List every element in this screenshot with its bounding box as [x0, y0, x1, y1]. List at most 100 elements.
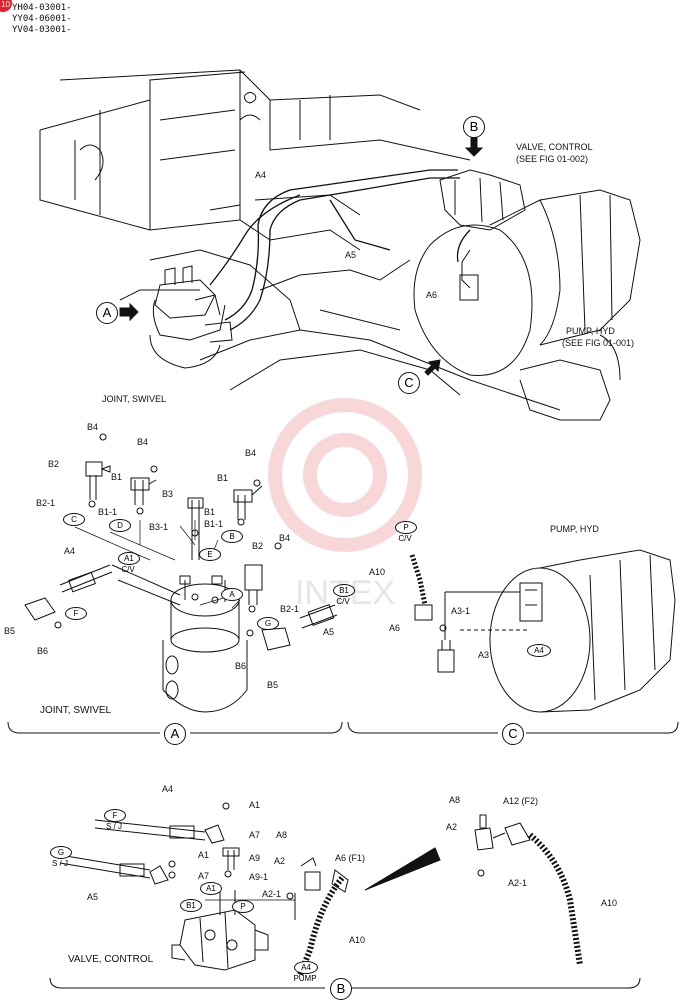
section-b-seals [168, 802, 294, 900]
c-part-a3-1: A3-1 [451, 606, 471, 616]
b-title: VALVE, CONTROL [68, 954, 154, 965]
b-part-a2-1: A2-1 [262, 889, 282, 899]
serial-3: YV04-03001- [12, 25, 72, 35]
a-part-b6-left: B6 [37, 646, 49, 656]
upper-structure-frame [39, 69, 641, 421]
b-part-a6-f1: A6 (F1) [335, 853, 366, 863]
ov-joint-swivel: JOINT, SWIVEL [102, 394, 167, 404]
a-part-b4-right: B4 [245, 448, 257, 458]
a-part-b2-1-right: B2-1 [280, 604, 300, 614]
c-section-label: C [502, 723, 524, 745]
b-section-label: B [330, 978, 352, 1000]
a-title: JOINT, SWIVEL [40, 705, 112, 716]
a-part-b4-mid: B4 [137, 437, 149, 447]
serial-2: YY04-06001- [12, 14, 72, 24]
a-part-b1-right: B1 [217, 473, 229, 483]
c-part-a3: A3 [478, 650, 490, 660]
a-port-b1: B1 [333, 584, 355, 597]
b-part-a5: A5 [87, 892, 99, 902]
b-part-a7-top: A7 [249, 830, 261, 840]
a-part-b1-1: B1-1 [98, 507, 118, 517]
a-port-g: G [257, 617, 279, 630]
b-port-f-sub: S / J [105, 822, 122, 831]
b-part-a9-1: A9-1 [249, 872, 269, 882]
ov-pump-hyd-ref: (SEE FIG 01-001) [562, 338, 635, 348]
bracket-c [347, 721, 679, 734]
c-port-p-sub: C/V [398, 534, 412, 543]
a-part-a5: A5 [323, 627, 335, 637]
section-b-hoses [59, 819, 349, 977]
a-part-b4-left: B4 [87, 422, 99, 432]
b-detail-a8: A8 [449, 795, 461, 805]
overview-hoses [209, 169, 471, 331]
a-part-b4-low: B4 [279, 533, 291, 543]
a-part-b3-1: B3-1 [149, 522, 169, 532]
b-port-a1: A1 [200, 882, 222, 895]
callout-a: A [96, 302, 118, 324]
c-port-p: P [395, 521, 417, 534]
b-part-a1-mid: A1 [198, 850, 210, 860]
b-port-g-sub: S / J [51, 859, 68, 868]
control-valve-body [171, 909, 269, 971]
b-port-p: P [232, 900, 254, 913]
a-part-a4: A4 [64, 546, 76, 556]
a-part-b2-top: B2 [48, 459, 60, 469]
a-part-b1-mid: B1 [204, 507, 216, 517]
callout-c: C [398, 372, 420, 394]
bracket-b [49, 977, 641, 989]
b-detail-a2: A2 [446, 822, 458, 832]
c-title: PUMP, HYD [550, 524, 599, 534]
ov-part-a5: A5 [345, 250, 357, 260]
c-port-a4: A4 [527, 644, 551, 657]
b-detail-a2-1: A2-1 [508, 878, 528, 888]
b-port-g: G [50, 846, 72, 859]
a-part-b5-left: B5 [4, 626, 16, 636]
direction-arrow [364, 847, 441, 891]
a-port-e: E [199, 548, 221, 561]
a-port-b1-sub: C/V [336, 597, 350, 606]
callout-arrow-a [119, 302, 139, 322]
ov-part-a4: A4 [255, 170, 267, 180]
b-port-b1: B1 [180, 899, 202, 912]
b-port-a4-sub: PUMP [293, 974, 317, 983]
a-part-b1-left: B1 [111, 472, 123, 482]
a-part-b2-right: B2 [252, 541, 264, 551]
callout-b: B [463, 116, 485, 138]
a-part-b3: B3 [162, 489, 174, 499]
page-number-badge: 10 [0, 0, 12, 12]
b-part-a9: A9 [249, 853, 261, 863]
a-part-b2-1-left: B2-1 [36, 498, 56, 508]
a-port-d: D [109, 519, 131, 532]
watermark-gear [268, 398, 422, 552]
section-a-fittings [24, 461, 338, 651]
a-port-a1-sub: C/V [121, 565, 135, 574]
callout-arrow-c [424, 359, 441, 376]
a-port-a1: A1 [118, 552, 140, 565]
a-port-c: C [63, 513, 85, 526]
b-part-a7-mid: A7 [198, 871, 210, 881]
b-part-a4: A4 [162, 784, 174, 794]
callout-arrow-b [464, 137, 484, 157]
serial-1: YH04-03001- [12, 3, 72, 13]
b-part-a1-top: A1 [249, 800, 261, 810]
a-port-a: A [221, 588, 243, 601]
b-detail-a10: A10 [601, 898, 618, 908]
ov-valve-control-ref: (SEE FIG 01-002) [516, 154, 589, 164]
b-port-a4: A4 [294, 961, 318, 974]
b-port-f: F [104, 809, 126, 822]
c-part-a10: A10 [369, 567, 386, 577]
b-part-a10: A10 [349, 935, 366, 945]
section-a-seals [54, 433, 282, 637]
a-part-b1-1-mid: B1-1 [204, 519, 224, 529]
pump-body [409, 549, 676, 713]
ov-pump-hyd: PUMP, HYD [566, 326, 615, 336]
ov-valve-control: VALVE, CONTROL [516, 142, 593, 152]
section-a-leaders [74, 520, 241, 609]
section-b-detail [474, 814, 583, 966]
b-part-a2: A2 [274, 856, 286, 866]
a-part-b6-right: B6 [235, 661, 247, 671]
c-part-a6: A6 [389, 623, 401, 633]
swivel-joint-body [162, 575, 248, 713]
